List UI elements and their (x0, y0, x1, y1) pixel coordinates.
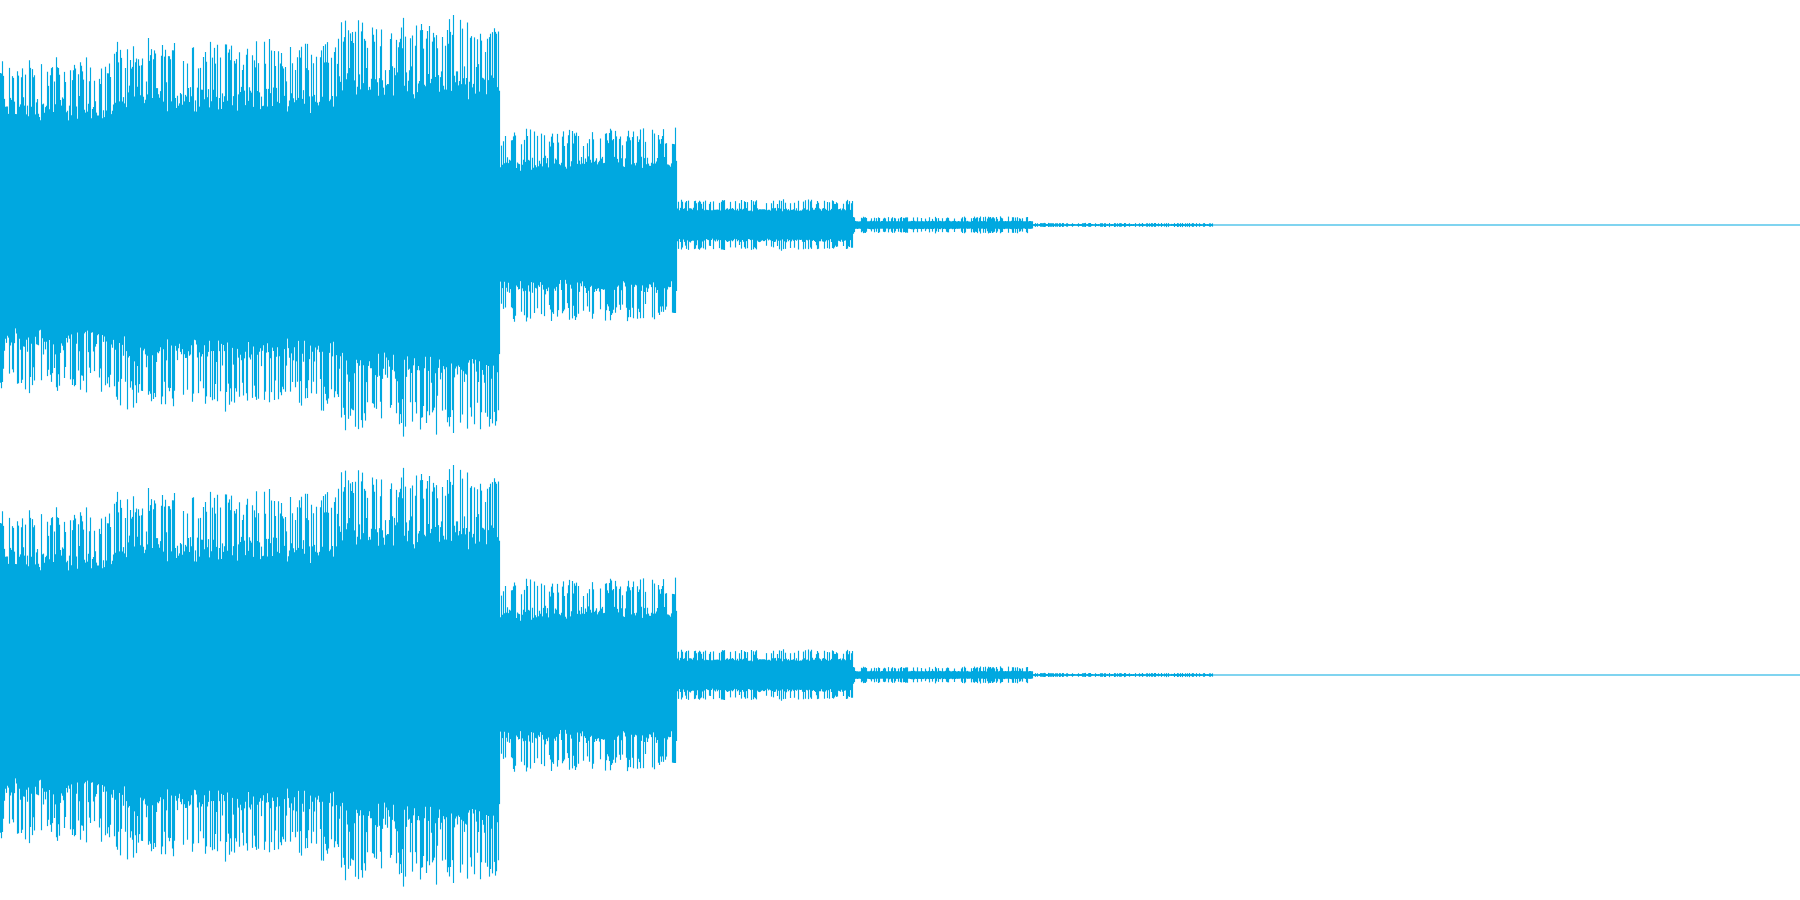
channel-2-signal (0, 465, 1214, 887)
channel-1-signal (0, 15, 1214, 437)
channel-2-svg (0, 465, 1800, 887)
channel-1-waveform[interactable] (0, 0, 1800, 450)
channel-2-waveform[interactable] (0, 450, 1800, 900)
channel-1-svg (0, 15, 1800, 437)
